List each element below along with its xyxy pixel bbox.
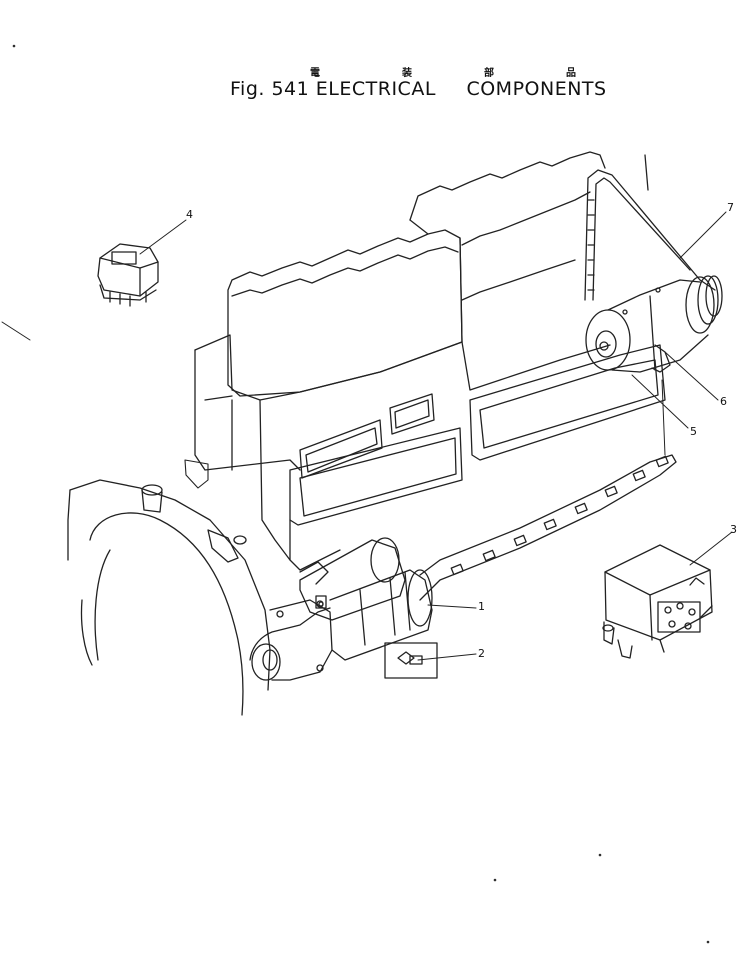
brush-part	[384, 642, 438, 679]
figure-number: Fig. 541	[230, 78, 310, 100]
scan-marks	[1, 44, 710, 944]
title-electrical: ELECTRICAL	[315, 78, 436, 100]
voltage-regulator	[97, 243, 159, 307]
engine-block	[184, 151, 677, 601]
title-components: COMPONENTS	[466, 78, 607, 100]
title-kanji-2: 装	[402, 68, 412, 79]
callout-5: 5	[690, 425, 697, 438]
alternator	[585, 275, 723, 373]
v-belt	[584, 154, 716, 301]
relay-box	[602, 544, 713, 659]
callout-1: 1	[478, 600, 485, 613]
callout-2: 2	[478, 647, 485, 660]
flywheel-housing	[67, 479, 271, 716]
callout-4: 4	[186, 208, 193, 221]
figure-title: Fig. 541 ELECTRICAL COMPONENTS	[230, 78, 607, 100]
callout-3: 3	[730, 523, 737, 536]
title-kanji-1: 電	[310, 68, 320, 79]
title-kanji-3: 部	[484, 68, 494, 79]
callout-7: 7	[727, 201, 734, 214]
starter-motor	[249, 537, 433, 681]
title-kanji-4: 品	[566, 68, 576, 79]
callout-6: 6	[720, 395, 727, 408]
callout-leaders	[139, 211, 733, 661]
